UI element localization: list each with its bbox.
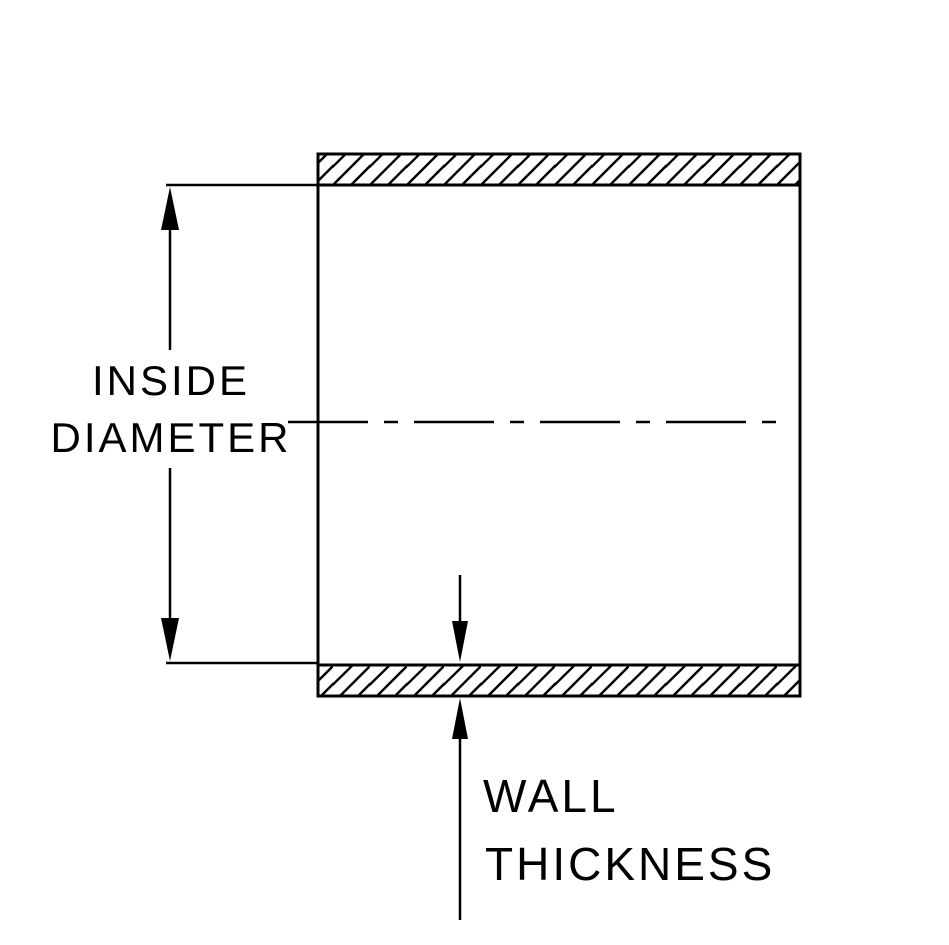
inside-diameter-label-line2: DIAMETER bbox=[50, 414, 291, 461]
wall-thickness-label-line1: WALL bbox=[483, 770, 619, 822]
arrowhead-up-icon bbox=[452, 698, 468, 739]
tube-body-outline bbox=[316, 152, 802, 698]
arrowhead-up-icon bbox=[161, 187, 179, 230]
arrowhead-down-icon bbox=[452, 621, 468, 662]
arrowhead-down-icon bbox=[161, 618, 179, 661]
inside-diameter-label-line1: INSIDE bbox=[92, 357, 250, 404]
wall-thickness-label-line2: THICKNESS bbox=[485, 838, 775, 890]
bottom-wall-hatch bbox=[316, 663, 802, 698]
top-wall-hatch bbox=[316, 152, 802, 187]
